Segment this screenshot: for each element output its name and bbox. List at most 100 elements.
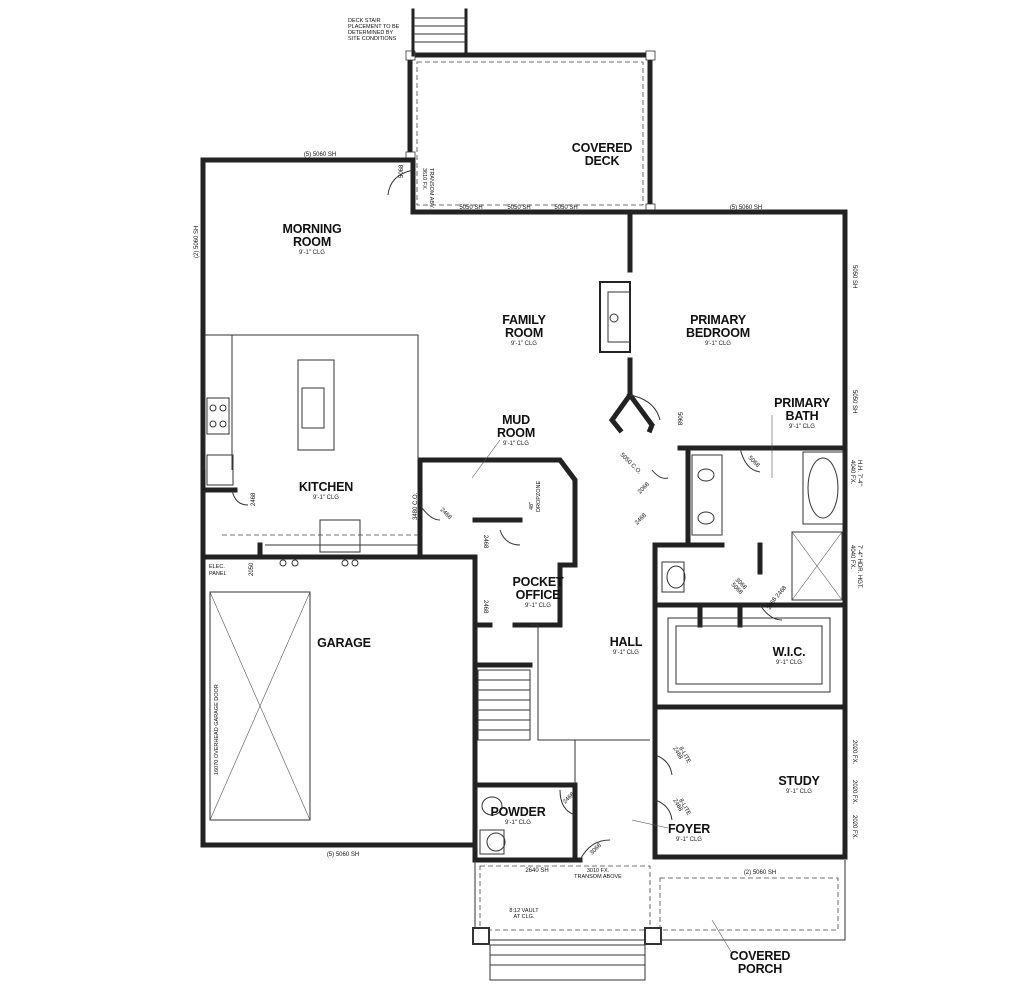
toilet-icon xyxy=(479,829,505,855)
powder-ceiling: 9'-1" CLG xyxy=(505,820,531,826)
morning-room-label: ROOM xyxy=(293,235,331,249)
primary-bath-label: BATH xyxy=(786,409,819,423)
window-label: 5050 SH xyxy=(507,205,530,211)
wic-shelves xyxy=(667,617,831,693)
window-label: 4040 FX. xyxy=(849,460,855,485)
window-labels: (5) 5060 SH (2) 5060 SH 5050 SH 5050 SH … xyxy=(194,152,862,876)
mud-room-label: ROOM xyxy=(497,426,535,440)
morning-room-label: MORNING xyxy=(282,222,341,236)
garage-door-outline xyxy=(209,591,311,821)
door-label: 2468 xyxy=(439,507,453,521)
deck-transom-note: TRANSOM ABV. xyxy=(428,168,434,209)
primary-bedroom-label: BEDROOM xyxy=(686,326,750,340)
powder-label: POWDER xyxy=(490,805,545,819)
bath-fixtures xyxy=(661,451,844,601)
window-label: 4040 FX. xyxy=(849,545,855,570)
deck-stair-note: SITE CONDITIONS xyxy=(348,36,397,42)
garage-label: GARAGE xyxy=(317,636,371,650)
mud-room-label: MUD xyxy=(502,413,530,427)
toilet-icon xyxy=(661,561,685,593)
door-label: 5068 xyxy=(399,164,405,178)
door-label: 3068 xyxy=(589,842,603,856)
window-label: 5050 SH xyxy=(851,390,857,413)
stairs xyxy=(477,624,650,785)
door-swings xyxy=(231,169,783,861)
garage-door-note: 16070 OVERHEAD GARAGE DOOR xyxy=(214,684,220,775)
bathtub-icon xyxy=(802,451,844,525)
drop-zone-note: 48" xyxy=(529,502,535,510)
door-label: 2468 xyxy=(775,585,789,600)
window-label: (5) 5060 SH xyxy=(327,852,359,858)
door-label: 5068 xyxy=(747,455,761,469)
hall-ceiling: 9'-1" CLG xyxy=(613,650,639,656)
sink-icon xyxy=(697,468,715,482)
primary-bedroom-label: PRIMARY xyxy=(690,313,747,327)
covered-porch-label: COVERED xyxy=(730,949,791,963)
window-label: 2020 FX. xyxy=(851,780,857,805)
wic-label: W.I.C. xyxy=(773,645,806,659)
window-label: 5050 SH xyxy=(459,205,482,211)
deck-stair-note: DECK STAIR xyxy=(348,18,381,24)
window-label: H.H. 7'-4" xyxy=(856,460,862,486)
window-label: (2) 5060 SH xyxy=(744,870,776,876)
vault-note: 8:12 VAULT xyxy=(509,908,539,914)
window-label: 2020 FX. xyxy=(851,740,857,765)
pocket-office-ceiling: 9'-1" CLG xyxy=(525,603,551,609)
primary-bath-label: PRIMARY xyxy=(774,396,831,410)
entry-transom-note: TRANSOM ABOVE xyxy=(574,874,622,880)
door-label: 2050 xyxy=(249,562,255,576)
sink-icon xyxy=(697,511,715,525)
door-label: 2468 xyxy=(482,600,488,614)
study-label: STUDY xyxy=(778,774,820,788)
window-label: (5) 5060 SH xyxy=(730,205,762,211)
deck-stair-note: PLACEMENT TO BE xyxy=(348,24,400,30)
pocket-office-label: OFFICE xyxy=(516,588,561,602)
door-labels: 5068 5068 5068 5068 2468 2068 2468 2468 … xyxy=(249,164,789,856)
notes: DECK STAIR PLACEMENT TO BE DETERMINED BY… xyxy=(209,18,622,920)
pocket-office-label: POCKET xyxy=(513,575,564,589)
mud-room-ceiling: 9'-1" CLG xyxy=(503,441,529,447)
window-label: (5) 5060 SH xyxy=(304,152,336,158)
cooktop-icon xyxy=(206,397,230,435)
wic-ceiling: 9'-1" CLG xyxy=(776,660,802,666)
window-label: 2020 FX. xyxy=(851,815,857,840)
elec-panel-note: ELEC. xyxy=(209,564,225,570)
door-label: 2468 xyxy=(634,512,648,526)
interior-walls xyxy=(200,209,848,863)
sink-icon xyxy=(301,387,325,429)
deck-stair-note: DETERMINED BY xyxy=(348,30,394,36)
family-room-ceiling: 9'-1" CLG xyxy=(511,341,537,347)
entry-transom-note: 3010 FX. xyxy=(587,868,610,874)
family-room-label: ROOM xyxy=(505,326,543,340)
exterior-walls xyxy=(200,157,848,863)
hall-label: HALL xyxy=(610,635,643,649)
fireplace-icon xyxy=(599,281,631,353)
vault-note: AT CLG. xyxy=(514,914,535,920)
leader-lines xyxy=(471,415,773,956)
covered-deck-label: DECK xyxy=(585,154,620,168)
covered-porch-label: PORCH xyxy=(738,962,782,976)
morning-room-ceiling: 9'-1" CLG xyxy=(299,250,325,256)
primary-bath-ceiling: 9'-1" CLG xyxy=(789,424,815,430)
covered-deck-label: COVERED xyxy=(572,141,633,155)
family-room-label: FAMILY xyxy=(502,313,546,327)
fridge-icon xyxy=(206,454,234,486)
door-label: 2468 xyxy=(251,492,257,506)
foyer-ceiling: 9'-1" CLG xyxy=(676,837,702,843)
room-labels: COVERED DECK MORNING ROOM 9'-1" CLG FAMI… xyxy=(282,141,830,976)
covered-porch-structure xyxy=(472,860,846,981)
kitchen-ceiling: 9'-1" CLG xyxy=(313,495,339,501)
window-label: (2) 5060 SH xyxy=(194,226,200,258)
deck-transom-note: 3610 FX. xyxy=(421,168,427,191)
door-label: 3480 C.O. xyxy=(413,492,419,520)
door-label: 2068 xyxy=(637,481,651,495)
door-label: 5068 xyxy=(676,412,682,426)
sink-icon xyxy=(481,796,503,816)
elec-panel-note: PANEL xyxy=(209,571,227,577)
window-label: 7'-4" HDR. HGT. xyxy=(856,545,862,589)
window-label: 5050 SH xyxy=(554,205,577,211)
kitchen-label: KITCHEN xyxy=(299,480,353,494)
door-label: 2468 xyxy=(482,535,488,549)
kitchen-fixtures xyxy=(204,334,419,567)
